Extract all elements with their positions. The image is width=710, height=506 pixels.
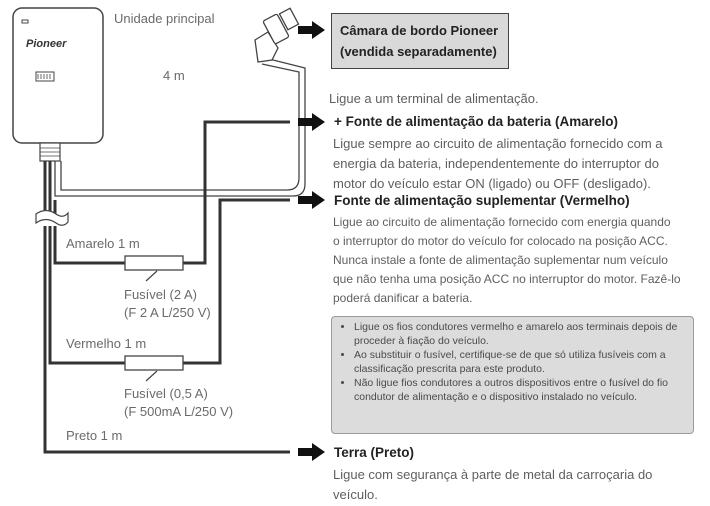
cable-length-label: 4 m [163, 68, 185, 83]
cable-break-symbol [35, 209, 69, 226]
accessory-line-4: que não tenha uma posição ACC no interru… [333, 272, 681, 286]
note-item: Não ligue fios condutores a outros dispo… [354, 376, 685, 404]
black-wire-label: Preto 1 m [66, 428, 123, 443]
arrow-right-icon [298, 443, 325, 461]
caution-note: Ligue os fios condutores vermelho e amar… [331, 316, 694, 434]
camera-title-line2: (vendida separadamente) [340, 44, 497, 59]
fuse-yellow [124, 255, 184, 271]
fuse-red-pointer [145, 370, 158, 382]
red-fuse-label: Fusível (0,5 A) [124, 386, 208, 401]
yellow-wire-label: Amarelo 1 m [66, 236, 140, 251]
note-item: Ligue os fios condutores vermelho e amar… [354, 320, 685, 348]
main-unit-label: Unidade principal [114, 11, 215, 26]
accessory-heading: Fonte de alimentação suplementar (Vermel… [334, 193, 630, 208]
main-unit-body [12, 7, 104, 144]
main-unit-indicator [21, 19, 29, 24]
red-wire [48, 198, 290, 365]
camera-box: Câmara de bordo Pioneer (vendida separad… [331, 13, 509, 69]
yellow-wire [53, 120, 290, 265]
black-wire [43, 226, 290, 454]
accessory-line-3: Nunca instale a fonte de alimentação sup… [333, 253, 668, 267]
main-unit-connector-window [35, 71, 55, 82]
fuse-yellow-pointer [145, 270, 158, 282]
ground-line-2: veículo. [333, 487, 378, 502]
camera-description: Ligue a um terminal de alimentação. [329, 91, 539, 106]
battery-line-3: motor do veículo estar ON (ligado) ou OF… [333, 176, 651, 191]
pioneer-logo: Pioneer [26, 38, 67, 50]
red-fuse-spec: (F 500mA L/250 V) [124, 404, 234, 419]
camera-cable [54, 57, 306, 197]
yellow-fuse-label: Fusível (2 A) [124, 287, 197, 302]
arrow-right-icon [298, 191, 325, 209]
accessory-line-5: poderá danificar a bateria. [333, 291, 473, 305]
ground-heading: Terra (Preto) [334, 445, 415, 460]
battery-heading: + Fonte de alimentação da bateria (Amare… [334, 114, 618, 129]
battery-line-1: Ligue sempre ao circuito de alimentação … [333, 136, 663, 151]
arrow-right-icon [298, 21, 325, 39]
red-wire-label: Vermelho 1 m [66, 336, 147, 351]
battery-line-2: energia da bateria, independentemente do… [333, 156, 659, 171]
ground-line-1: Ligue com segurança à parte de metal da … [333, 467, 653, 482]
camera-title-line1: Câmara de bordo Pioneer [340, 23, 499, 38]
accessory-line-1: Ligue ao circuito de alimentação forneci… [333, 215, 671, 229]
fuse-red [124, 355, 184, 371]
camera-plug [254, 7, 300, 63]
accessory-line-2: o interruptor do motor do veículo for co… [333, 234, 668, 248]
note-item: Ao substituir o fusível, certifique-se d… [354, 348, 685, 376]
yellow-fuse-spec: (F 2 A L/250 V) [124, 305, 211, 320]
arrow-right-icon [298, 113, 325, 131]
